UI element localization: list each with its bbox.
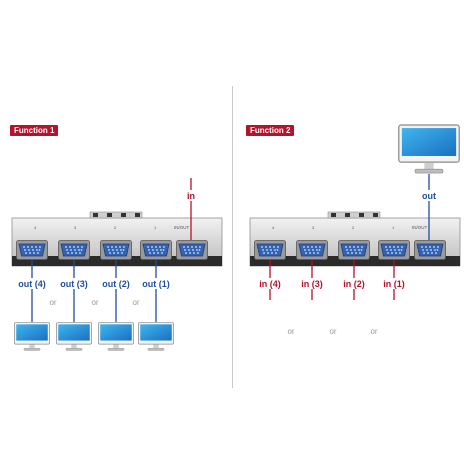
vga-port-3 <box>296 240 328 260</box>
vga-port-4 <box>16 240 48 260</box>
vga-port-in-out <box>414 240 446 260</box>
output-label-2: out (2) <box>102 279 130 289</box>
input-label: in <box>187 191 195 201</box>
or-separator: or <box>91 298 98 307</box>
output-label-4: out (4) <box>18 279 46 289</box>
or-separator: or <box>370 327 377 336</box>
label-backdrop <box>102 278 130 289</box>
vga-port-3 <box>58 240 90 260</box>
panel-divider <box>232 86 233 388</box>
monitor-icon <box>14 322 50 351</box>
input-label-4: in (4) <box>259 279 281 289</box>
monitor-icon <box>138 322 174 351</box>
vga-port-in <box>176 240 208 260</box>
input-label-2: in (2) <box>343 279 365 289</box>
vga-port-1 <box>140 240 172 260</box>
or-separator: or <box>329 327 336 336</box>
or-separator: or <box>132 298 139 307</box>
vga-port-4 <box>254 240 286 260</box>
function-1-title: Function 1 <box>10 125 59 136</box>
io-mark: IN/OUT <box>174 225 190 230</box>
label-backdrop <box>342 278 366 289</box>
label-backdrop <box>419 190 439 201</box>
label-backdrop <box>142 278 170 289</box>
display-label: out <box>422 191 436 201</box>
label-backdrop <box>300 278 324 289</box>
vga-port-2 <box>338 240 370 260</box>
label-backdrop <box>258 278 282 289</box>
vga-port-1 <box>378 240 410 260</box>
label-backdrop <box>184 190 198 201</box>
output-label-3: out (3) <box>60 279 88 289</box>
or-separator: or <box>287 327 294 336</box>
label-backdrop <box>18 278 46 289</box>
monitor-icon <box>98 322 134 351</box>
label-backdrop <box>382 278 406 289</box>
monitor-icon <box>398 124 460 174</box>
vga-port-2 <box>100 240 132 260</box>
monitor-icon <box>56 322 92 351</box>
input-label-1: in (1) <box>383 279 405 289</box>
function-2-title: Function 2 <box>246 125 295 136</box>
output-label-1: out (1) <box>142 279 170 289</box>
input-label-3: in (3) <box>301 279 323 289</box>
or-separator: or <box>49 298 56 307</box>
io-mark: IN/OUT <box>412 225 428 230</box>
label-backdrop <box>60 278 88 289</box>
